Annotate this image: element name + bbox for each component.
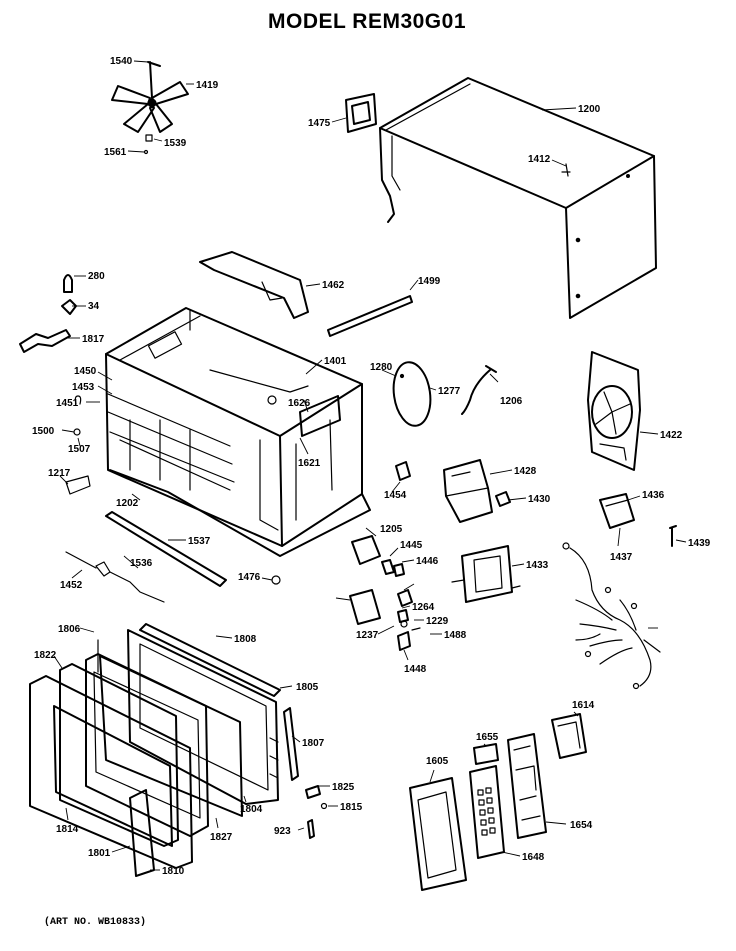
part-label: 1801	[88, 848, 111, 859]
interlock-bracket-lower	[349, 589, 421, 651]
part-label: 1202	[116, 498, 139, 509]
oven-cavity	[105, 307, 371, 557]
part-label: 1445	[400, 540, 423, 551]
part-label: 1451	[56, 398, 79, 409]
support-bar	[327, 295, 413, 337]
part-label: 1428	[514, 466, 537, 477]
stirrer-cover	[392, 361, 432, 427]
part-label: 1430	[528, 494, 551, 505]
part-label: 1436	[642, 490, 665, 501]
part-label: 1806	[58, 624, 81, 635]
part-label: 1808	[234, 634, 257, 645]
fan-motor-assembly	[587, 351, 641, 471]
part-label: 1540	[110, 56, 133, 67]
part-label: 1454	[384, 490, 407, 501]
part-label: 1621	[298, 458, 321, 469]
door-assembly	[29, 623, 299, 877]
part-label: 1614	[572, 700, 595, 711]
part-label: 1401	[324, 356, 347, 367]
hv-transformer	[451, 545, 521, 603]
part-label: 1655	[476, 732, 499, 743]
model-title: MODEL REM30G01	[268, 10, 466, 33]
part-label: 1825	[332, 782, 355, 793]
power-cord	[461, 365, 497, 415]
part-label: 1488	[444, 630, 467, 641]
part-label: 1807	[302, 738, 325, 749]
vent-bracket	[345, 93, 377, 133]
air-duct	[199, 251, 309, 319]
door-hardware	[305, 785, 328, 839]
part-label: 1229	[426, 616, 449, 627]
part-label: 1500	[32, 426, 55, 437]
lamp-socket-bracket	[19, 274, 77, 353]
part-label: 1237	[356, 630, 379, 641]
wire-harness	[562, 542, 661, 690]
part-label: 1462	[322, 280, 345, 291]
part-label: 1475	[308, 118, 331, 129]
part-label: 1277	[438, 386, 461, 397]
part-label: 1450	[74, 366, 97, 377]
door-trim-and-probe	[65, 395, 281, 603]
outer-cabinet-wrapper	[379, 77, 657, 319]
thermal-cutout	[599, 493, 677, 547]
part-label: 1507	[68, 444, 91, 455]
part-label: 1217	[48, 468, 71, 479]
part-label: 1446	[416, 556, 439, 567]
part-label: 1448	[404, 664, 427, 675]
part-label: 1264	[412, 602, 435, 613]
part-label: 1536	[130, 558, 153, 569]
part-label: 1205	[380, 524, 403, 535]
part-label: 1814	[56, 824, 79, 835]
part-label: 1654	[570, 820, 593, 831]
part-label: 1804	[240, 804, 263, 815]
part-label: 1200	[578, 104, 601, 115]
part-label: 34	[88, 301, 100, 312]
leader-lines	[53, 60, 687, 871]
part-label: 280	[88, 271, 105, 282]
part-label: 1605	[426, 756, 449, 767]
part-label: 1439	[688, 538, 711, 549]
part-label: 1817	[82, 334, 105, 345]
part-label: 1476	[238, 572, 261, 583]
part-label: 923	[274, 826, 291, 837]
door-switch	[395, 461, 411, 481]
part-label: 1561	[104, 147, 127, 158]
part-label: 1810	[162, 866, 185, 877]
part-label: 1648	[522, 852, 545, 863]
part-label: 1206	[500, 396, 523, 407]
fan-blade-assembly	[111, 61, 189, 155]
part-label: 1280	[370, 362, 393, 373]
part-label: 1805	[296, 682, 319, 693]
part-labels: 1540 1419 1561 1539 1475 1200 1412 280 3…	[32, 56, 711, 877]
control-bracket	[267, 395, 341, 437]
part-label: 1412	[528, 154, 551, 165]
part-label: 1422	[660, 430, 683, 441]
part-label: 1453	[72, 382, 95, 393]
part-label: 1433	[526, 560, 549, 571]
art-number: (ART NO. WB10833)	[44, 916, 146, 928]
part-label: 1539	[164, 138, 187, 149]
control-panel-assembly	[409, 713, 587, 891]
part-label: 1437	[610, 552, 633, 563]
part-label: 1626	[288, 398, 311, 409]
part-label: 1827	[210, 832, 233, 843]
part-label: 1537	[188, 536, 211, 547]
interlock-bracket-upper	[351, 535, 405, 577]
part-label: 1419	[196, 80, 219, 91]
magnetron	[443, 459, 511, 523]
part-label: 1815	[340, 802, 363, 813]
part-label: 1452	[60, 580, 83, 591]
part-label: 1499	[418, 276, 441, 287]
part-label: 1822	[34, 650, 57, 661]
